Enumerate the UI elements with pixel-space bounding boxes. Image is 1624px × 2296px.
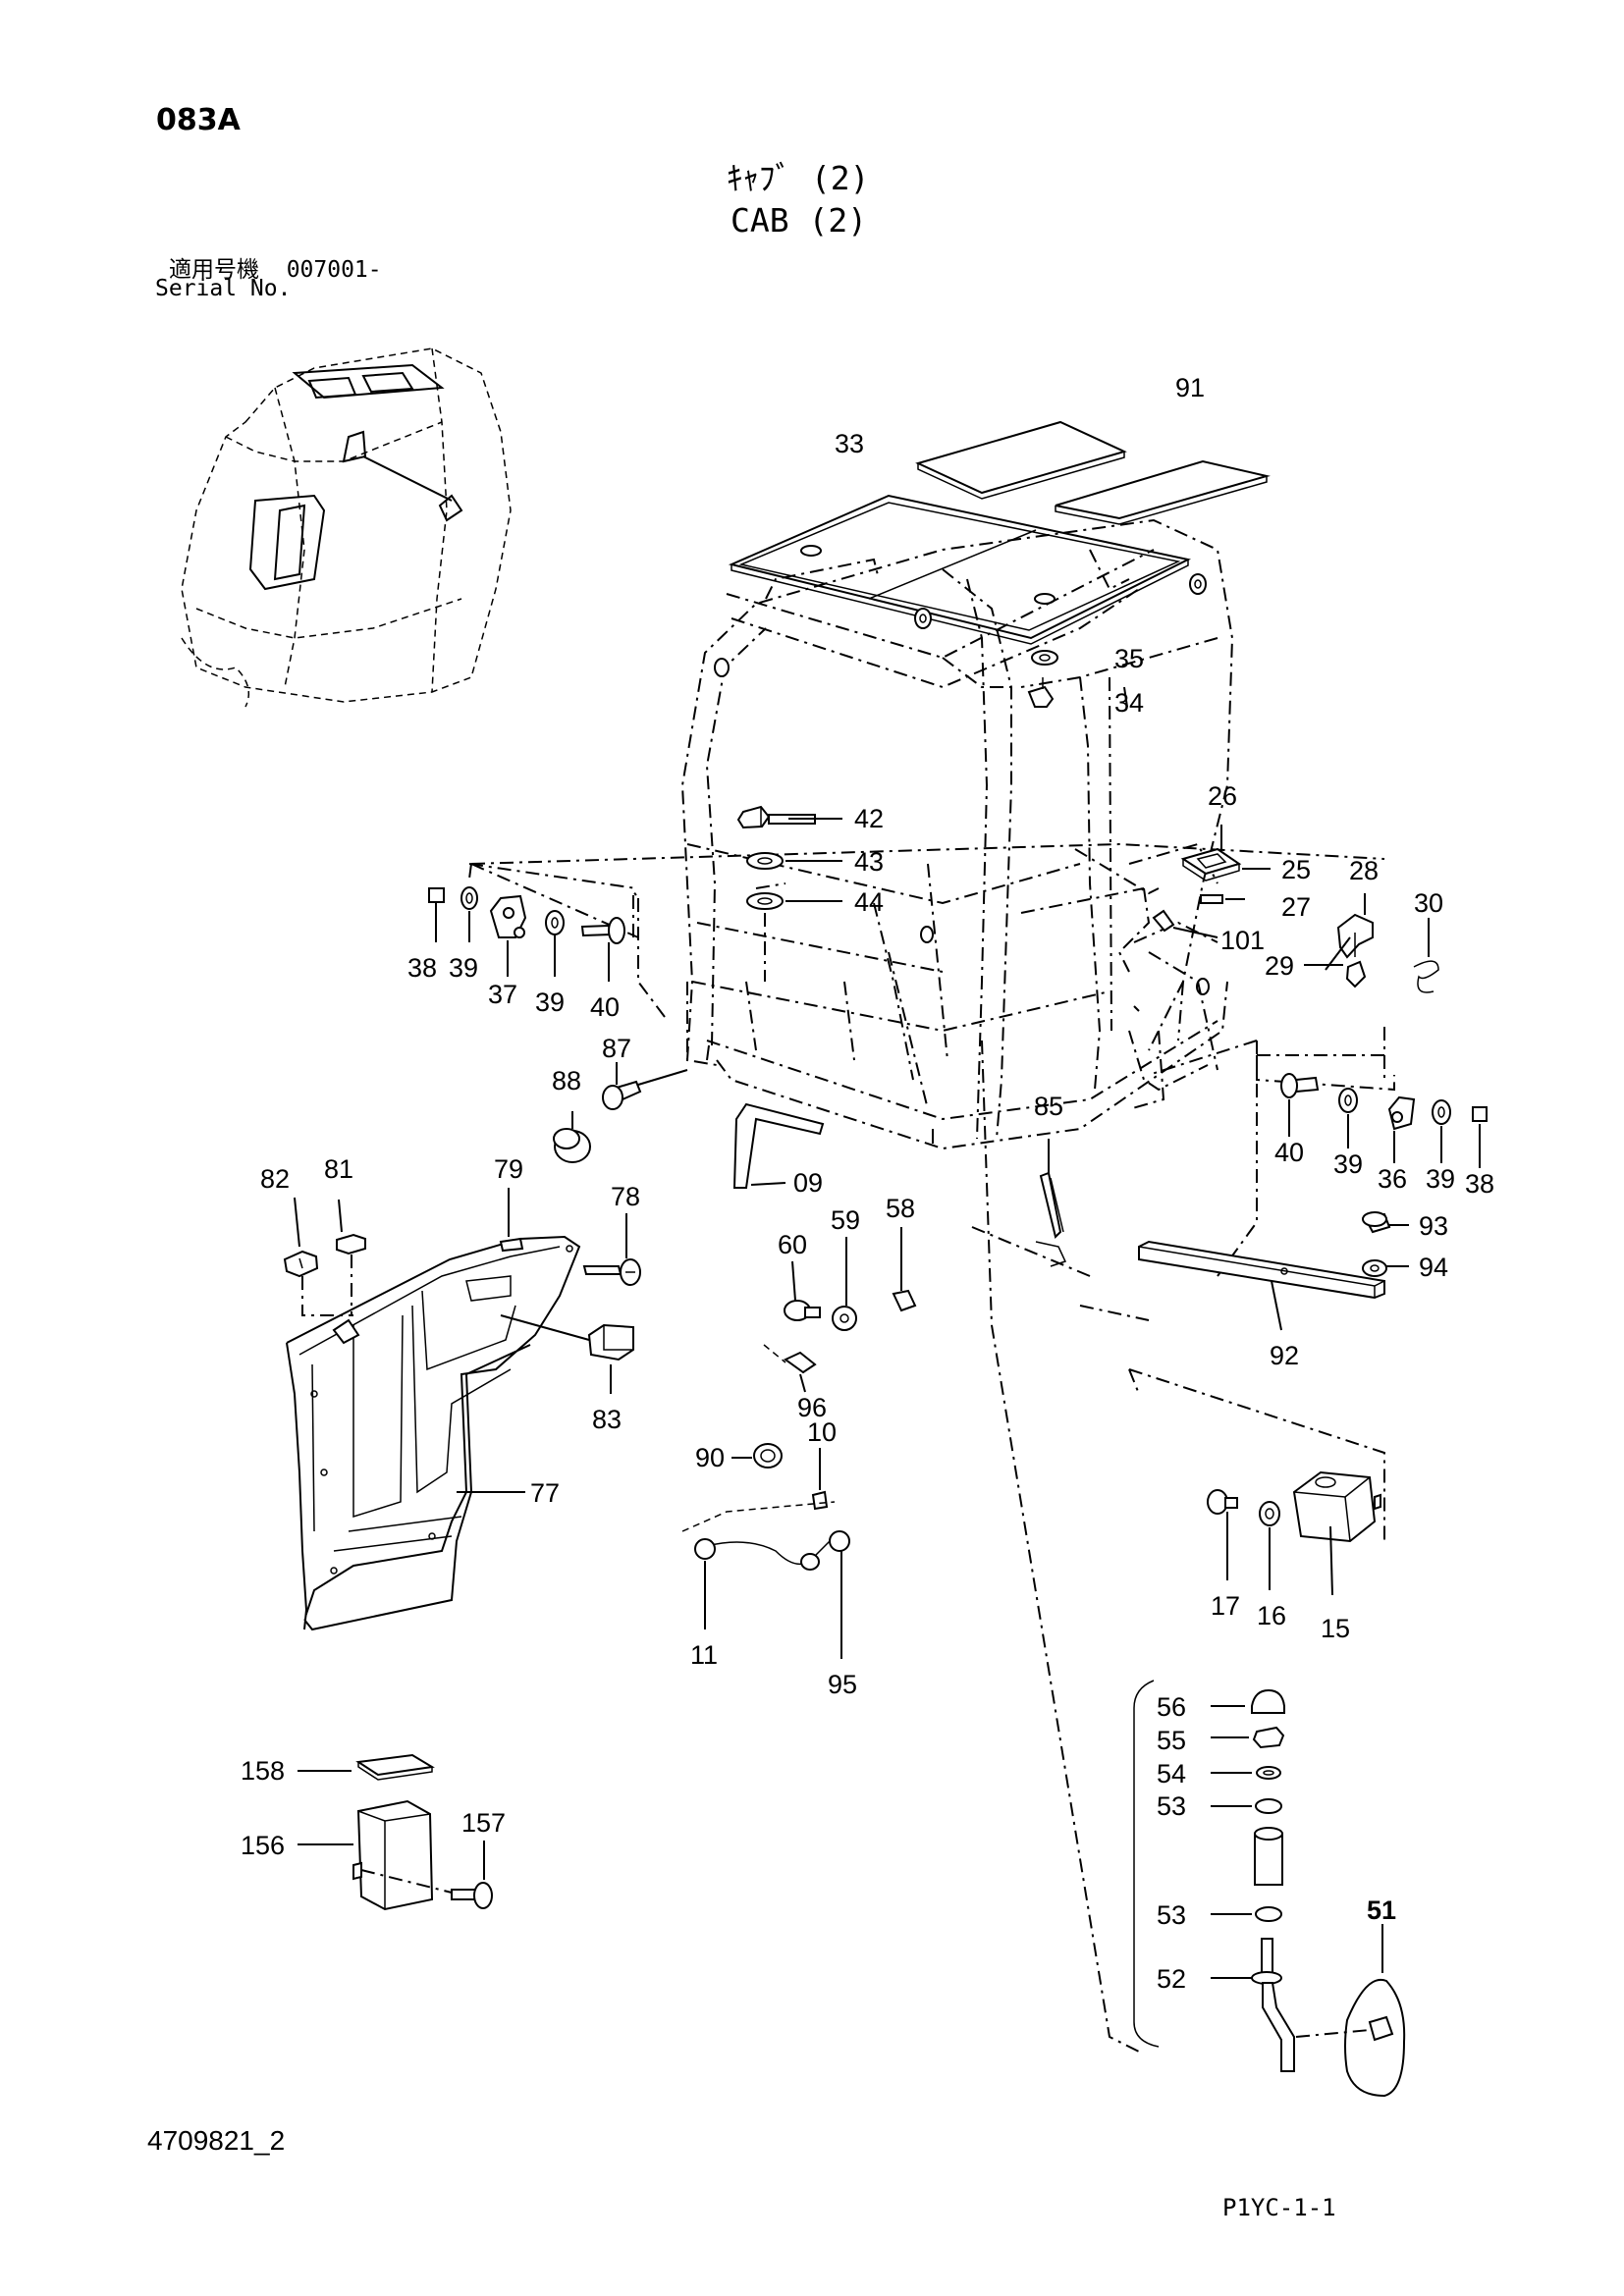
title-japanese: ｷｬﾌﾞ (2) <box>727 159 870 197</box>
callout-91: 91 <box>1175 373 1205 402</box>
callout-157: 157 <box>461 1808 506 1838</box>
callout-15: 15 <box>1321 1614 1350 1643</box>
callout-83: 83 <box>592 1405 622 1434</box>
callout-10: 10 <box>807 1417 837 1447</box>
callout-51: 51 <box>1367 1896 1396 1925</box>
right-hinge-group <box>1148 1040 1488 1168</box>
page-reference: P1YC-1-1 <box>1222 2194 1336 2221</box>
callout-42: 42 <box>854 804 884 833</box>
trim-clips <box>283 1197 366 1316</box>
callout-58: 58 <box>886 1194 915 1223</box>
callout-33: 33 <box>835 429 864 458</box>
callout-39-left-a: 39 <box>449 953 478 983</box>
callout-39-right-b: 39 <box>1426 1164 1455 1194</box>
callout-17: 17 <box>1211 1591 1240 1621</box>
callout-79: 79 <box>494 1154 523 1184</box>
callout-35: 35 <box>1114 644 1144 673</box>
callout-59: 59 <box>831 1205 860 1235</box>
callout-28: 28 <box>1349 856 1379 885</box>
left-hinge-group <box>428 863 637 982</box>
callout-95: 95 <box>828 1670 857 1699</box>
washer-tank-group <box>1207 1470 1381 1596</box>
roof-panels <box>728 420 1271 708</box>
callout-37: 37 <box>488 980 517 1009</box>
callout-85: 85 <box>1034 1092 1063 1121</box>
knob-assembly <box>1133 1680 1406 2098</box>
callout-26: 26 <box>1208 781 1237 811</box>
callout-29: 29 <box>1265 951 1294 981</box>
center-fasteners <box>763 1227 917 1393</box>
callout-81: 81 <box>324 1154 353 1184</box>
callout-87: 87 <box>602 1034 631 1063</box>
callout-38-right: 38 <box>1465 1169 1494 1199</box>
callout-44: 44 <box>854 887 884 917</box>
callout-labels: 91 33 35 34 42 43 44 26 25 27 28 30 29 1… <box>241 373 1494 1994</box>
cab-overview-thumbnail <box>181 347 512 708</box>
callout-52: 52 <box>1157 1964 1186 1994</box>
callout-82: 82 <box>260 1164 290 1194</box>
callout-39-right-a: 39 <box>1333 1149 1363 1179</box>
callout-54: 54 <box>1157 1759 1186 1789</box>
callout-16: 16 <box>1257 1601 1286 1630</box>
callout-92: 92 <box>1270 1341 1299 1370</box>
callout-90: 90 <box>695 1443 725 1472</box>
callout-78: 78 <box>611 1182 640 1211</box>
serial-label-japanese: 適用号機 007001- <box>169 257 382 283</box>
plug-and-screw <box>553 1062 688 1163</box>
bolt-washer-stack <box>736 805 842 982</box>
callout-101: 101 <box>1220 926 1265 955</box>
callout-94: 94 <box>1419 1253 1448 1282</box>
side-trim-panel <box>286 1235 581 1631</box>
callout-09: 09 <box>793 1168 823 1198</box>
knob-and-clip <box>1304 893 1439 993</box>
rail-assembly <box>1138 1211 1409 1331</box>
callout-96: 96 <box>797 1393 827 1422</box>
callout-34: 34 <box>1114 688 1144 718</box>
callout-53-lower: 53 <box>1157 1900 1186 1930</box>
callout-56: 56 <box>1157 1692 1186 1722</box>
callout-30: 30 <box>1414 888 1443 918</box>
callout-77: 77 <box>530 1478 560 1508</box>
callout-88: 88 <box>552 1066 581 1095</box>
leader-lines <box>468 842 1385 2053</box>
grab-handle <box>1035 1139 1067 1267</box>
frame-brace <box>732 1102 825 1189</box>
rear-bracket-group <box>1117 825 1271 973</box>
callout-43: 43 <box>854 847 884 877</box>
page-code: 083A <box>156 103 241 137</box>
callout-27: 27 <box>1281 892 1311 922</box>
callout-11: 11 <box>690 1640 718 1670</box>
title-english: CAB (2) <box>731 201 868 240</box>
callout-39-left-b: 39 <box>535 988 565 1017</box>
callout-53-upper: 53 <box>1157 1791 1186 1821</box>
serial-label-english: Serial No. <box>155 276 292 301</box>
callout-36: 36 <box>1378 1164 1407 1194</box>
document-number: 4709821_2 <box>147 2125 286 2156</box>
callout-40-left: 40 <box>590 992 620 1022</box>
callout-158: 158 <box>241 1756 285 1786</box>
wiring-and-clamps <box>681 1443 850 1659</box>
callout-25: 25 <box>1281 855 1311 884</box>
control-box-group <box>298 1753 493 1911</box>
callout-38-left: 38 <box>407 953 437 983</box>
callout-156: 156 <box>241 1831 285 1860</box>
panel-fasteners <box>499 1188 641 1394</box>
callout-40-right: 40 <box>1274 1138 1304 1167</box>
callout-55: 55 <box>1157 1726 1186 1755</box>
callout-93: 93 <box>1419 1211 1448 1241</box>
callout-60: 60 <box>778 1230 807 1259</box>
